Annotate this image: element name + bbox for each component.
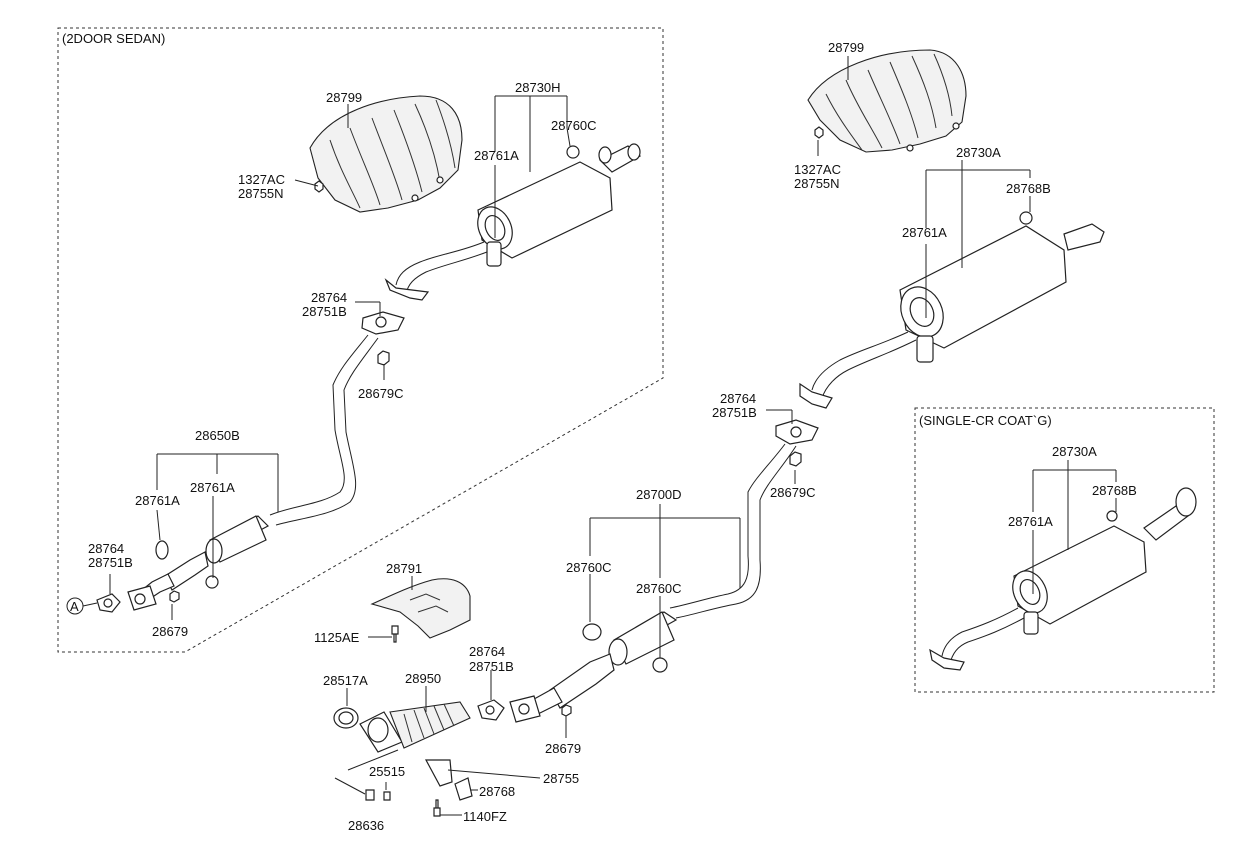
label-25515: 25515 (369, 764, 405, 779)
label-28760c-main-1: 28760C (566, 560, 612, 575)
part-labels: 28799 28730H 28760C 28761A 1327AC 28755N… (88, 40, 1137, 833)
label-28761a-sedan-rear: 28761A (474, 148, 519, 163)
label-28791: 28791 (386, 561, 422, 576)
label-28755n-main: 28755N (794, 176, 840, 191)
reference-marker-a-label: A (70, 599, 79, 614)
label-28700d: 28700D (636, 487, 682, 502)
label-28679-main: 28679 (545, 741, 581, 756)
label-28760c-sedan: 28760C (551, 118, 597, 133)
label-28764-front: 28764 (469, 644, 505, 659)
bolt-28636 (365, 789, 375, 801)
front-pipe-sedan (127, 334, 379, 611)
label-1140fz: 1140FZ (463, 809, 507, 824)
heat-shield-sedan (309, 95, 463, 213)
single-coat-group-border (914, 407, 1215, 693)
nut-28679-main (561, 704, 572, 717)
rear-muffler-main (799, 211, 1105, 409)
label-28650b: 28650B (195, 428, 240, 443)
label-28679-sedan: 28679 (152, 624, 188, 639)
nut-28679c-sedan (377, 350, 390, 366)
label-28760c-main-2: 28760C (636, 581, 682, 596)
label-28730h: 28730H (515, 80, 561, 95)
label-28751b-sedan: 28751B (302, 304, 347, 319)
label-28755n-sedan: 28755N (238, 186, 284, 201)
heat-shield-main (807, 49, 967, 153)
heat-protector-28791 (370, 578, 471, 639)
label-28755: 28755 (543, 771, 579, 786)
label-28761a-sedan-hanger2: 28761A (190, 480, 235, 495)
label-28517a: 28517A (323, 673, 368, 688)
label-28751b-front: 28751B (469, 659, 514, 674)
label-28768: 28768 (479, 784, 515, 799)
clamp-28760c-sedan (566, 145, 580, 159)
label-28768b-single: 28768B (1092, 483, 1137, 498)
label-28751b-sedan-front: 28751B (88, 555, 133, 570)
label-28730a-single: 28730A (1052, 444, 1097, 459)
hanger-28761a-sedan (155, 540, 169, 560)
nut-sedan-shield (314, 180, 324, 193)
label-28679c-main: 28679C (770, 485, 816, 500)
bolt-1125ae (391, 625, 399, 643)
rear-muffler-sedan (384, 143, 642, 301)
nut-28679-sedan (169, 590, 180, 603)
label-1125ae: 1125AE (314, 630, 360, 645)
nut-25515 (383, 791, 391, 801)
label-28764-sedan: 28764 (311, 290, 347, 305)
front-pipe-main (509, 443, 797, 723)
label-28764-sedan-front: 28764 (88, 541, 124, 556)
label-28761a-main: 28761A (902, 225, 947, 240)
label-28764-main: 28764 (720, 391, 756, 406)
label-28730a-main: 28730A (956, 145, 1001, 160)
flex-pipe-28950 (333, 701, 471, 787)
label-28950: 28950 (405, 671, 441, 686)
label-28751b-main: 28751B (712, 405, 757, 420)
sedan-group-title: (2DOOR SEDAN) (62, 31, 165, 46)
hanger-28768 (454, 777, 473, 801)
label-28636: 28636 (348, 818, 384, 833)
sedan-group-border (57, 27, 664, 653)
leader-lines (109, 56, 1117, 816)
label-1327ac-main: 1327AC (794, 162, 841, 177)
label-28761a-sedan-hanger1: 28761A (135, 493, 180, 508)
label-28799-sedan: 28799 (326, 90, 362, 105)
label-28768b-main: 28768B (1006, 181, 1051, 196)
label-1327ac-sedan: 1327AC (238, 172, 285, 187)
bolt-1140fz (433, 799, 441, 817)
clamp-28760c-main (582, 623, 602, 641)
rear-muffler-single-coat (929, 487, 1197, 671)
label-28761a-single: 28761A (1008, 514, 1053, 529)
label-28679c-sedan: 28679C (358, 386, 404, 401)
single-coat-group-title: (SINGLE-CR COAT`G) (919, 413, 1052, 428)
label-28799-main: 28799 (828, 40, 864, 55)
nut-28679c-main (789, 451, 802, 467)
nut-main-shield (814, 126, 824, 139)
